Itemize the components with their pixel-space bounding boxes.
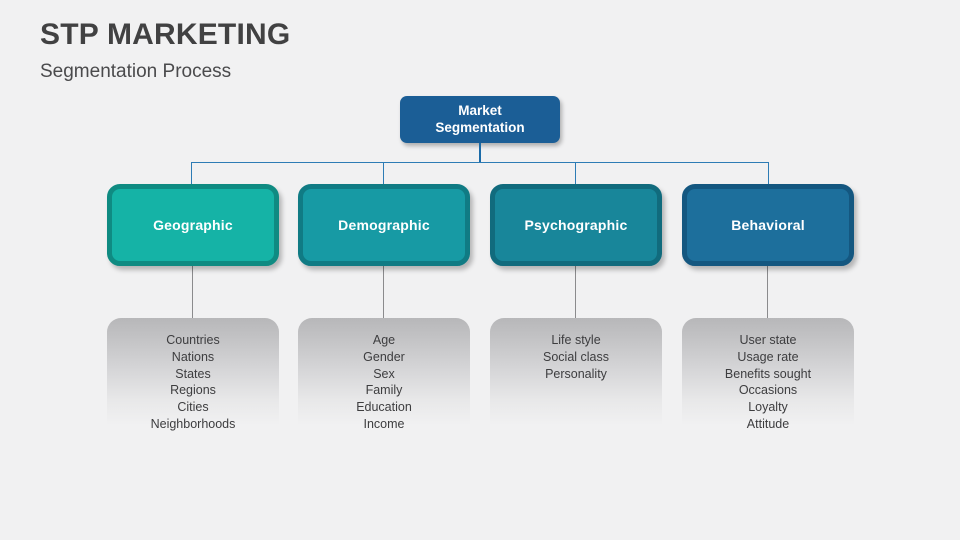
detail-item: States (175, 366, 211, 381)
page-title: STP MARKETING (40, 18, 291, 51)
detail-item: User state (739, 333, 797, 347)
detail-item: Sex (373, 366, 395, 381)
detail-item: Education (356, 400, 412, 415)
detail-item: Neighborhoods (150, 416, 236, 431)
category-label-demographic: Demographic (338, 217, 430, 233)
market-segmentation-label: Market Segmentation (435, 102, 525, 135)
category-box-psychographic[interactable]: Psychographic (490, 184, 662, 266)
category-label-behavioral: Behavioral (731, 217, 805, 233)
detail-item: Family (365, 383, 403, 398)
detail-item: Income (363, 416, 405, 431)
detail-item: Cities (177, 400, 209, 415)
detail-item: Loyalty (748, 400, 788, 415)
connector-drop-demographic (383, 162, 384, 185)
connector-drop-behavioral (768, 162, 769, 185)
connector-leg-demographic (383, 266, 384, 320)
category-box-geographic[interactable]: Geographic (107, 184, 279, 266)
page-subtitle: Segmentation Process (40, 61, 232, 82)
detail-item: Gender (363, 349, 405, 364)
detail-item: Occasions (738, 383, 798, 398)
connector-root-stem (479, 143, 481, 163)
connector-drop-geographic (191, 162, 192, 185)
category-box-behavioral[interactable]: Behavioral (682, 184, 854, 266)
detail-item: Life style (551, 333, 601, 347)
connector-drop-psychographic (575, 162, 576, 185)
connector-leg-psychographic (575, 266, 576, 320)
category-box-demographic[interactable]: Demographic (298, 184, 470, 266)
detail-item: Age (372, 333, 396, 347)
connector-leg-behavioral (767, 266, 768, 320)
category-label-geographic: Geographic (153, 217, 233, 233)
detail-item: Social class (543, 349, 609, 364)
connector-horizontal-bus (191, 162, 769, 163)
detail-item: Nations (171, 349, 215, 364)
category-label-psychographic: Psychographic (524, 217, 628, 233)
market-segmentation-node[interactable]: Market Segmentation (400, 96, 560, 143)
detail-item: Regions (170, 383, 216, 398)
detail-item: Attitude (746, 416, 790, 431)
detail-item: Usage rate (737, 349, 799, 364)
connector-leg-geographic (192, 266, 193, 320)
detail-item: Countries (166, 333, 220, 347)
detail-item: Benefits sought (724, 366, 812, 381)
detail-item: Personality (545, 366, 607, 381)
